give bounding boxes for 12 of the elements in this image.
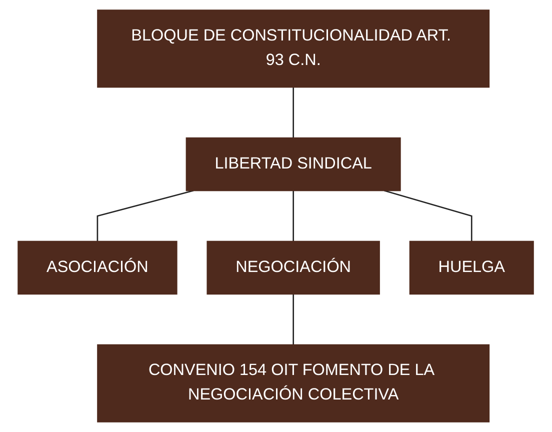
connector [384,190,473,242]
node-box [186,137,402,192]
node-box [206,240,380,295]
connector [97,190,194,242]
node-box [18,240,178,295]
node-box [97,344,490,422]
connector [292,294,294,345]
connector [292,87,294,138]
node-box [97,10,490,88]
connector [292,190,294,242]
node-box [410,240,534,295]
diagram: BLOQUE DE CONSTITUCIONALIDAD ART. 93 C.N. LIBERTAD SINDICAL ASOCIACIÓN NEGOCIACIÓN HUELGA CONVENIO 154 OIT FOMENTO DE LA NEGOCIACIÓN COLECTIVA [10,2,542,430]
